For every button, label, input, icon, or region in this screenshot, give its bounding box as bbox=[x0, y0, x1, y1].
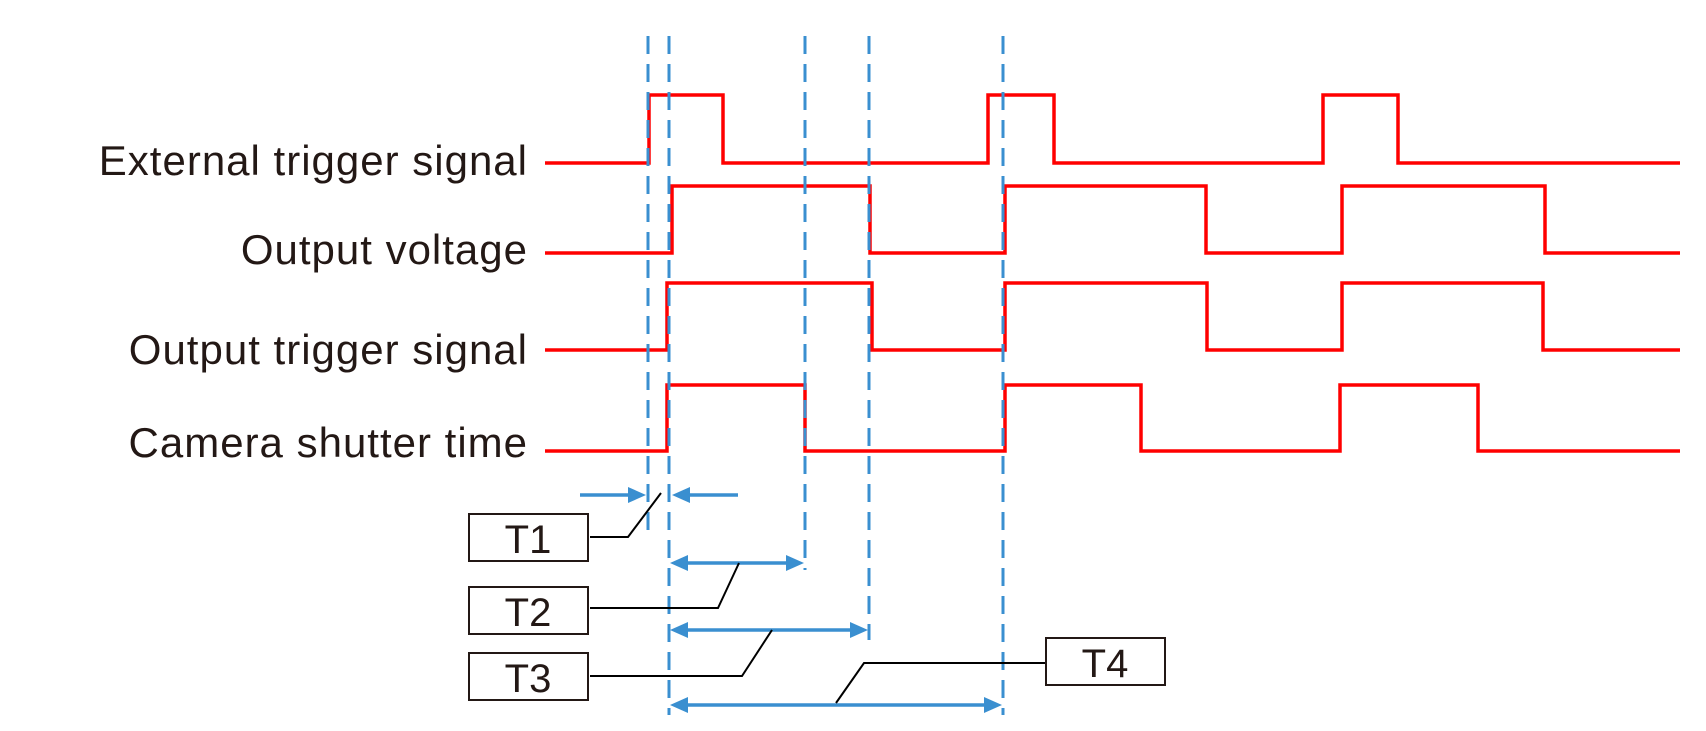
t1-arrows bbox=[580, 487, 738, 503]
waveform-output-voltage bbox=[545, 184, 1680, 255]
t3-leader bbox=[590, 629, 773, 677]
waveform-camera-shutter bbox=[545, 383, 1680, 453]
t1-arrowhead-left bbox=[672, 487, 690, 503]
signal-label-camera-shutter: Camera shutter time bbox=[129, 419, 528, 466]
leader-lines bbox=[590, 492, 1046, 704]
label-box-t1: T1 bbox=[468, 513, 589, 562]
t3-arrow bbox=[670, 622, 868, 638]
t4-leader bbox=[835, 662, 1046, 704]
label-t1: T1 bbox=[505, 518, 552, 562]
signal-label-output-trigger: Output trigger signal bbox=[129, 326, 528, 373]
label-t2: T2 bbox=[505, 591, 552, 635]
label-box-t4: T4 bbox=[1045, 637, 1166, 686]
waveform-external-trigger bbox=[545, 93, 1680, 165]
t1-arrowhead-right bbox=[628, 487, 646, 503]
waveform-output-trigger bbox=[545, 281, 1680, 352]
t4-arrow bbox=[670, 697, 1002, 713]
label-box-t2: T2 bbox=[468, 586, 589, 635]
label-box-t3: T3 bbox=[468, 652, 589, 701]
guide-lines bbox=[646, 36, 1005, 715]
signal-label-external-trigger: External trigger signal bbox=[99, 137, 528, 184]
label-t4: T4 bbox=[1082, 642, 1129, 686]
t1-leader bbox=[590, 492, 662, 538]
t2-leader bbox=[590, 562, 740, 609]
signal-label-output-voltage: Output voltage bbox=[241, 226, 528, 273]
t2-arrow bbox=[670, 555, 804, 571]
label-t3: T3 bbox=[505, 657, 552, 701]
